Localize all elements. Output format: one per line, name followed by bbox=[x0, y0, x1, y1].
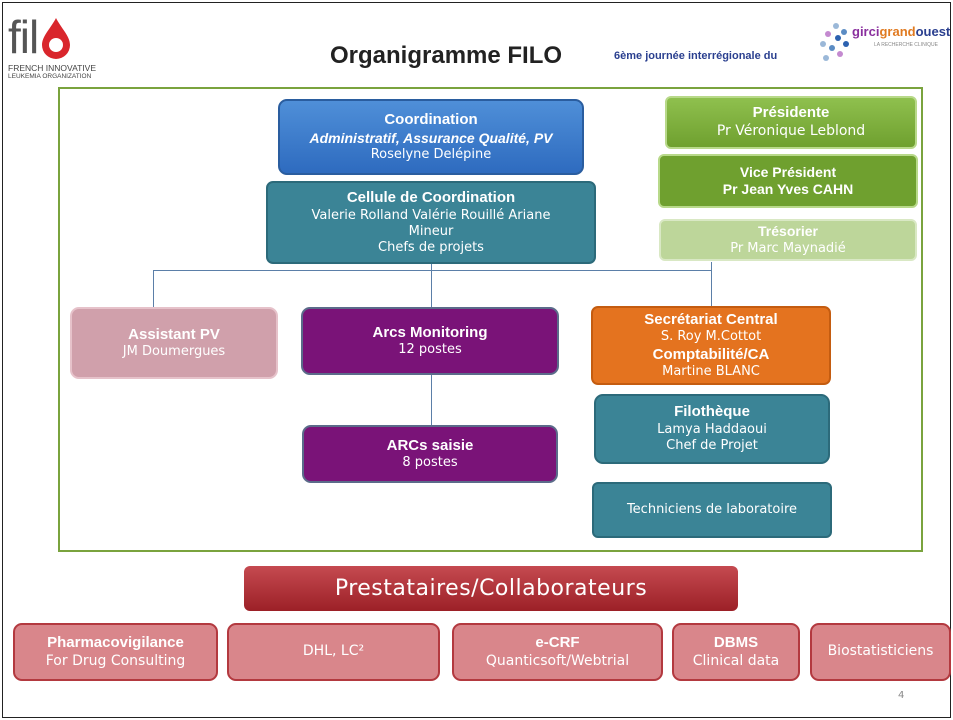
tresorier-title: Trésorier bbox=[758, 223, 818, 240]
assistant-title: Assistant PV bbox=[128, 325, 220, 343]
arcs-monitoring-title: Arcs Monitoring bbox=[372, 323, 488, 341]
coordination-box: Coordination Administratif, Assurance Qu… bbox=[278, 99, 584, 175]
techniciens-box: Techniciens de laboratoire bbox=[592, 482, 832, 538]
prestataire-dbms: DBMS Clinical data bbox=[672, 623, 800, 681]
prestataire-sub: Quanticsoft/Webtrial bbox=[485, 652, 630, 669]
vice-name: Pr Jean Yves CAHN bbox=[722, 181, 854, 197]
arcs-monitoring-count: 12 postes bbox=[398, 342, 462, 358]
assistant-name: JM Doumergues bbox=[122, 344, 226, 360]
prestataire-sub: Clinical data bbox=[692, 652, 780, 669]
partner-sub: LA RECHERCHE CLINIQUE bbox=[874, 42, 938, 48]
filotheque-role: Chef de Projet bbox=[666, 438, 758, 454]
arcs-saisie-count: 8 postes bbox=[402, 455, 458, 471]
blood-drop-icon bbox=[42, 18, 71, 59]
prestataire-biostat: Biostatisticiens bbox=[810, 623, 951, 681]
connector-h bbox=[153, 270, 711, 271]
prestataire-ecrf: e-CRF Quanticsoft/Webtrial bbox=[452, 623, 663, 681]
comptabilite-title: Comptabilité/CA bbox=[652, 345, 770, 363]
prestataire-title: DBMS bbox=[713, 633, 759, 651]
arcs-saisie-title: ARCs saisie bbox=[386, 436, 474, 454]
partner-girci: girci bbox=[852, 24, 880, 39]
arcs-saisie-box: ARCs saisie 8 postes bbox=[302, 425, 558, 483]
connector-v2 bbox=[431, 262, 432, 308]
secretariat-names: S. Roy M.Cottot bbox=[660, 329, 762, 345]
partner-grand: grand bbox=[879, 24, 916, 39]
arcs-monitoring-box: Arcs Monitoring 12 postes bbox=[301, 307, 559, 375]
assistant-pv-box: Assistant PV JM Doumergues bbox=[70, 307, 278, 379]
prestataire-pharmacovigilance: Pharmacovigilance For Drug Consulting bbox=[13, 623, 218, 681]
coordination-name: Roselyne Delépine bbox=[370, 147, 492, 162]
tresorier-box: Trésorier Pr Marc Maynadié bbox=[659, 219, 917, 261]
prestataire-title: Pharmacovigilance bbox=[47, 633, 184, 651]
prestataire-sub: Biostatisticiens bbox=[827, 643, 934, 660]
organigram-frame bbox=[58, 87, 923, 552]
prestataire-title: e-CRF bbox=[535, 633, 580, 651]
presidente-name: Pr Véronique Leblond bbox=[716, 123, 866, 140]
dots-icon bbox=[820, 23, 849, 61]
partner-ouest: ouest bbox=[915, 24, 951, 39]
connector-v4 bbox=[431, 374, 432, 426]
coordination-title: Coordination bbox=[384, 110, 478, 128]
page-title: Organigramme FILO bbox=[330, 42, 563, 69]
cellule-line2: Mineur bbox=[408, 223, 454, 239]
prestataires-heading: Prestataires/Collaborateurs bbox=[244, 566, 738, 611]
secretariat-title: Secrétariat Central bbox=[644, 310, 778, 328]
filotheque-box: Filothèque Lamya Haddaoui Chef de Projet bbox=[594, 394, 830, 464]
prestataire-sub: DHL, LC² bbox=[302, 643, 365, 660]
filo-logo: fil FRENCH INNOVATIVE LEUKEMIA ORGANIZAT… bbox=[8, 14, 138, 90]
page-number: 4 bbox=[898, 690, 905, 701]
tresorier-name: Pr Marc Maynadié bbox=[730, 240, 846, 256]
logo-text: fil bbox=[8, 11, 39, 63]
cellule-line3: Chefs de projets bbox=[378, 240, 484, 255]
filotheque-title: Filothèque bbox=[674, 403, 750, 421]
prestataire-sub: For Drug Consulting bbox=[45, 652, 186, 669]
connector-v1 bbox=[153, 270, 154, 308]
coordination-subtitle: Administratif, Assurance Qualité, PV bbox=[309, 129, 553, 146]
comptabilite-name: Martine BLANC bbox=[662, 364, 760, 380]
presidente-box: Présidente Pr Véronique Leblond bbox=[665, 96, 917, 149]
logo-sub1: FRENCH INNOVATIVE bbox=[8, 63, 96, 73]
cellule-title: Cellule de Coordination bbox=[346, 188, 516, 206]
logo-sub2: LEUKEMIA ORGANIZATION bbox=[8, 73, 92, 80]
secretariat-box: Secrétariat Central S. Roy M.Cottot Comp… bbox=[591, 306, 831, 385]
event-text: 6ème journée interrégionale du bbox=[614, 50, 778, 62]
girci-logo: gircigrandouest LA RECHERCHE CLINIQUE bbox=[818, 20, 953, 80]
cellule-box: Cellule de Coordination Valerie Rolland … bbox=[266, 181, 596, 264]
vice-box: Vice Président Pr Jean Yves CAHN bbox=[658, 154, 918, 208]
techniciens-title: Techniciens de laboratoire bbox=[626, 501, 798, 517]
presidente-title: Présidente bbox=[752, 104, 830, 122]
prestataire-dhl: DHL, LC² bbox=[227, 623, 440, 681]
connector-v3 bbox=[711, 262, 712, 308]
filotheque-name: Lamya Haddaoui bbox=[657, 422, 767, 438]
cellule-line1: Valerie Rolland Valérie Rouillé Ariane bbox=[311, 207, 551, 223]
vice-title: Vice Président bbox=[739, 163, 837, 180]
